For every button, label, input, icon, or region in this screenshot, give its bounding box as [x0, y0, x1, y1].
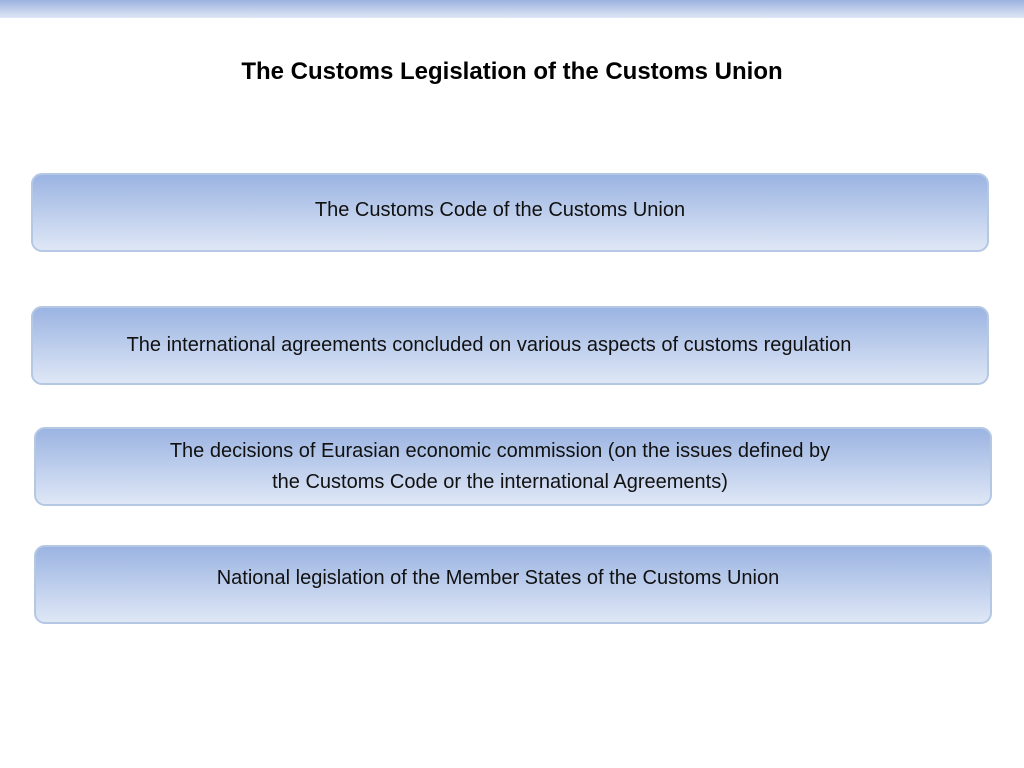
box-text-line2: the Customs Code or the international Ag…	[272, 470, 728, 493]
box-international-agreements: The international agreements concluded o…	[31, 306, 989, 385]
slide-title: The Customs Legislation of the Customs U…	[241, 58, 783, 85]
box-text: The international agreements concluded o…	[126, 334, 852, 356]
box-text: The Customs Code of the Customs Union	[314, 199, 686, 221]
box-commission-decisions: The decisions of Eurasian economic commi…	[34, 427, 992, 506]
top-banner	[0, 0, 1024, 18]
box-customs-code: The Customs Code of the Customs Union	[31, 173, 989, 252]
box-national-legislation: National legislation of the Member State…	[34, 545, 992, 624]
box-text: National legislation of the Member State…	[216, 567, 780, 589]
box-text-line1: The decisions of Eurasian economic commi…	[169, 439, 831, 462]
